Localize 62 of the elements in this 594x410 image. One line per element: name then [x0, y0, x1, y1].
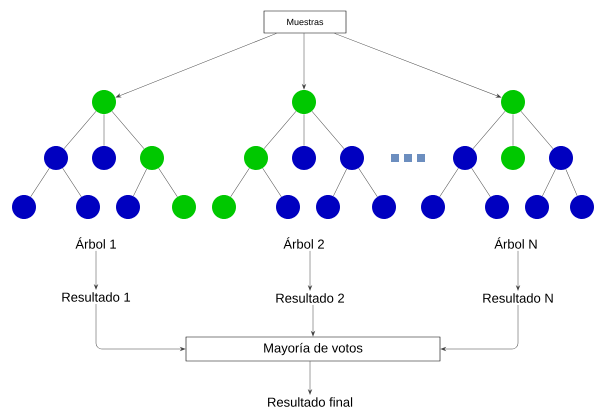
tree-node-circle	[549, 146, 573, 170]
result-text: Resultado 1	[62, 292, 130, 302]
tree-branch	[158, 168, 178, 198]
tree-node-circle	[525, 195, 549, 219]
tree-label: Árbol 2	[283, 237, 324, 249]
tree-branch	[30, 168, 50, 198]
arrow	[94, 250, 98, 290]
tree-branch	[262, 168, 282, 198]
arrow	[308, 250, 312, 291]
tree-branch	[542, 168, 556, 196]
tree-label: Árbol N	[494, 237, 537, 249]
arrow	[516, 250, 520, 291]
tree-node-circle	[372, 195, 396, 219]
tree-node-circle	[76, 195, 100, 219]
tree-node-circle	[292, 90, 316, 114]
arrow	[116, 33, 277, 98]
tree-node-circle	[340, 146, 364, 170]
tree-node-circle	[140, 146, 164, 170]
vote-box: Mayoría de votos	[186, 336, 440, 362]
arrow	[311, 304, 315, 336]
tree-branch	[264, 111, 296, 149]
tree-node-circle	[116, 195, 140, 219]
result-text: Resultado 2	[276, 293, 344, 303]
tree-branch	[439, 168, 459, 198]
tree-node-circle	[485, 195, 509, 219]
arrow	[302, 33, 306, 90]
arrow	[308, 361, 312, 395]
tree-branch	[64, 111, 96, 149]
tree-node-circle	[244, 146, 268, 170]
tree-node-circle	[92, 146, 116, 170]
tree-branch	[312, 111, 344, 149]
arrow	[96, 304, 186, 351]
tree-node-circle	[316, 195, 340, 219]
tree-node-circle	[453, 146, 477, 170]
tree-branch	[566, 168, 578, 196]
tree-node-circle	[501, 90, 525, 114]
tree-node-circle	[276, 195, 300, 219]
result-text: Resultado final	[268, 397, 352, 407]
sample-box: Muestras	[264, 10, 346, 34]
arrow	[334, 33, 502, 98]
tree-branch	[358, 168, 378, 198]
tree-label: Árbol 1	[75, 237, 116, 249]
tree-node-circle	[421, 195, 445, 219]
tree-node-circle	[172, 195, 196, 219]
tree-node-circle	[44, 146, 68, 170]
tree-branch	[230, 168, 250, 198]
tree-node-circle	[212, 195, 236, 219]
tree-branch	[333, 168, 347, 196]
result-text: Resultado N	[483, 293, 553, 303]
tree-branch	[512, 114, 514, 146]
tree-branch	[133, 168, 147, 196]
tree-branch	[472, 111, 506, 149]
tree-node-circle	[292, 146, 316, 170]
tree-branch	[62, 168, 82, 198]
tree-node-circle	[92, 90, 116, 114]
tree-branch	[520, 111, 554, 149]
tree-branch	[112, 111, 144, 149]
tree-node-circle	[501, 146, 525, 170]
tree-node-circle	[12, 195, 36, 219]
tree-branch	[471, 168, 491, 198]
arrow	[440, 304, 518, 351]
tree-node-circle	[570, 195, 594, 219]
